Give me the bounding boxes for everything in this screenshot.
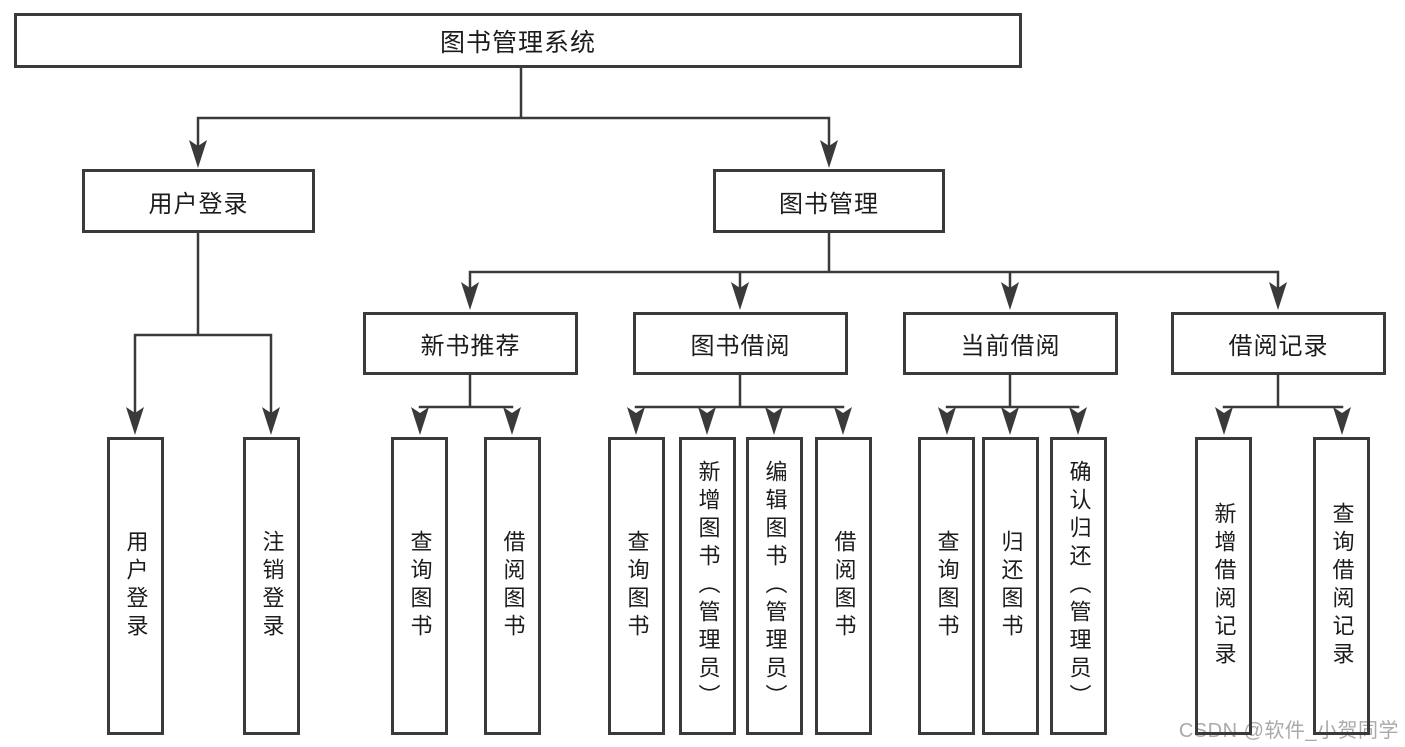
leaf-add-borrow-record: 新增借阅记录 <box>1195 437 1252 735</box>
connector-book-borrow-to-leaves <box>634 373 845 409</box>
node-borrow-records: 借阅记录 <box>1171 312 1386 375</box>
arrowhead-icon <box>1269 282 1287 310</box>
arrowhead-icon <box>834 407 852 435</box>
arrowhead-icon <box>938 407 956 435</box>
connector-book-mgmt-to-level3 <box>468 231 1280 290</box>
connector-new-book-to-leaves <box>418 373 514 409</box>
arrowhead-icon <box>1001 282 1019 310</box>
arrowhead-icon <box>731 282 749 310</box>
leaf-confirm-return-admin: 确认归还（管理员） <box>1050 437 1107 735</box>
connector-current-borrow-to-leaves <box>945 373 1080 409</box>
arrowhead-icon <box>1333 407 1351 435</box>
csdn-watermark: CSDN @软件_小贺同学 <box>1178 720 1399 742</box>
leaf-add-book-admin: 新增图书（管理员） <box>679 437 736 735</box>
connector-root-to-level2 <box>196 65 831 148</box>
leaf-query-borrow-record: 查询借阅记录 <box>1313 437 1370 735</box>
connector-user-login-to-leaves <box>133 231 273 414</box>
leaf-query-books-recommend: 查询图书 <box>391 437 448 735</box>
arrowhead-icon <box>262 407 280 435</box>
node-book-borrow: 图书借阅 <box>633 312 848 375</box>
node-root-library-management-system: 图书管理系统 <box>14 13 1022 68</box>
node-new-book-recommend: 新书推荐 <box>363 312 578 375</box>
leaf-edit-book-admin: 编辑图书（管理员） <box>746 437 803 735</box>
node-current-borrow: 当前借阅 <box>903 312 1118 375</box>
arrowhead-icon <box>411 407 429 435</box>
leaf-query-books-current: 查询图书 <box>918 437 975 735</box>
node-book-management: 图书管理 <box>713 169 945 233</box>
arrowhead-icon <box>765 407 783 435</box>
leaf-user-login: 用户登录 <box>107 437 164 735</box>
leaf-return-books: 归还图书 <box>982 437 1039 735</box>
arrowheads <box>126 140 1351 435</box>
leaf-borrow-books-recommend: 借阅图书 <box>484 437 541 735</box>
leaf-borrow-books: 借阅图书 <box>815 437 872 735</box>
leaf-query-books-borrow: 查询图书 <box>608 437 665 735</box>
arrowhead-icon <box>1069 407 1087 435</box>
leaf-logout: 注销登录 <box>243 437 300 735</box>
arrowhead-icon <box>627 407 645 435</box>
arrowhead-icon <box>1001 407 1019 435</box>
arrowhead-icon <box>189 140 207 168</box>
connector-borrow-record-to-leaves <box>1222 373 1344 409</box>
arrowhead-icon <box>461 282 479 310</box>
arrowhead-icon <box>1215 407 1233 435</box>
node-user-login: 用户登录 <box>82 169 315 233</box>
arrowhead-icon <box>698 407 716 435</box>
arrowhead-icon <box>503 407 521 435</box>
arrowhead-icon <box>820 140 838 168</box>
arrowhead-icon <box>126 407 144 435</box>
